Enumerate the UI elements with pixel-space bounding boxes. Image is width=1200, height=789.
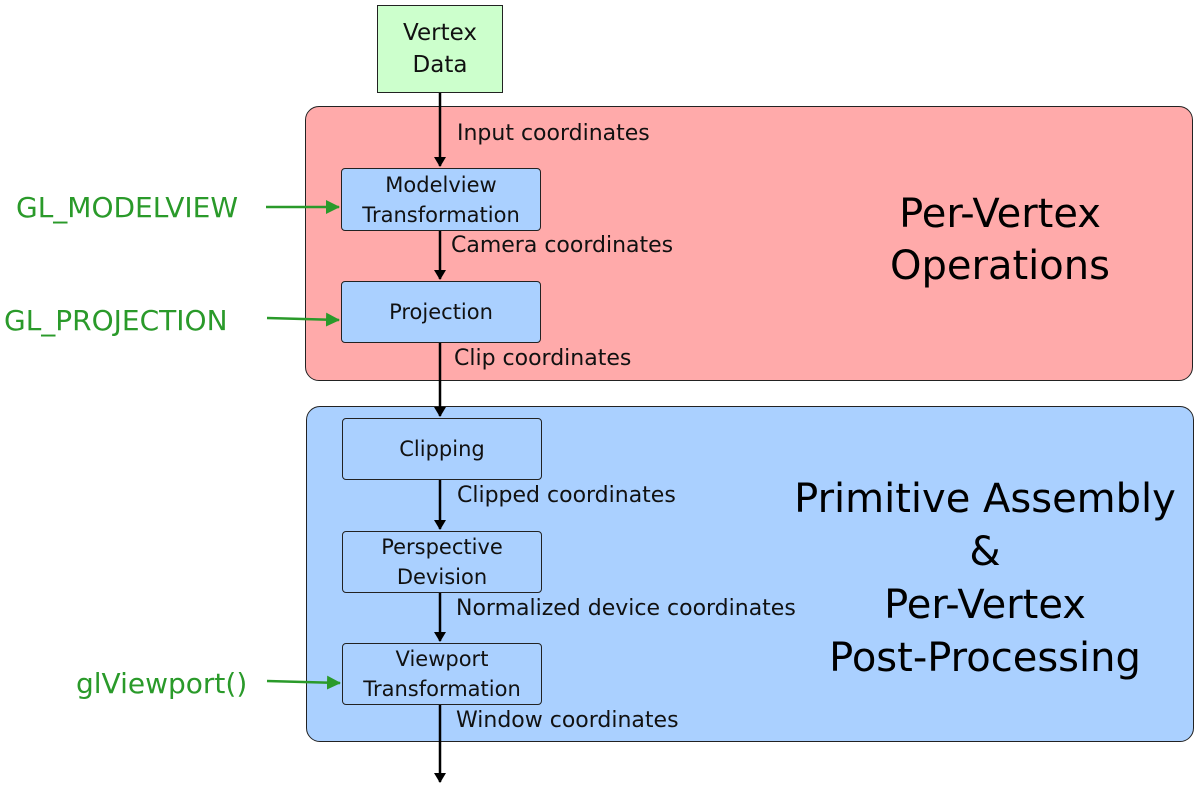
viewport-transformation-node: Viewport Transformation <box>342 643 542 705</box>
arrow-glviewport <box>266 675 341 690</box>
clip-coordinates-label: Clip coordinates <box>454 346 632 371</box>
per-vertex-title: Per-Vertex Operations <box>890 191 1110 289</box>
vertex-data-node: Vertex Data <box>377 5 503 93</box>
modelview-transformation-node: Modelview Transformation <box>341 168 541 231</box>
gl-modelview-label: GL_MODELVIEW <box>16 191 239 224</box>
gl-projection-label: GL_PROJECTION <box>4 304 228 337</box>
glviewport-label: glViewport() <box>76 667 248 700</box>
arrow-gl-projection <box>266 312 340 327</box>
clipped-coordinates-label: Clipped coordinates <box>457 483 676 508</box>
window-coordinates-label: Window coordinates <box>456 708 679 733</box>
clipping-node: Clipping <box>342 418 542 480</box>
input-coordinates-label: Input coordinates <box>457 121 650 146</box>
camera-coordinates-label: Camera coordinates <box>451 233 674 258</box>
normalized-device-coordinates-label: Normalized device coordinates <box>456 596 796 621</box>
projection-node: Projection <box>341 281 541 343</box>
primitive-assembly-title: Primitive Assembly & Per-Vertex Post-Pro… <box>794 476 1176 681</box>
perspective-division-node: Perspective Devision <box>342 531 542 593</box>
